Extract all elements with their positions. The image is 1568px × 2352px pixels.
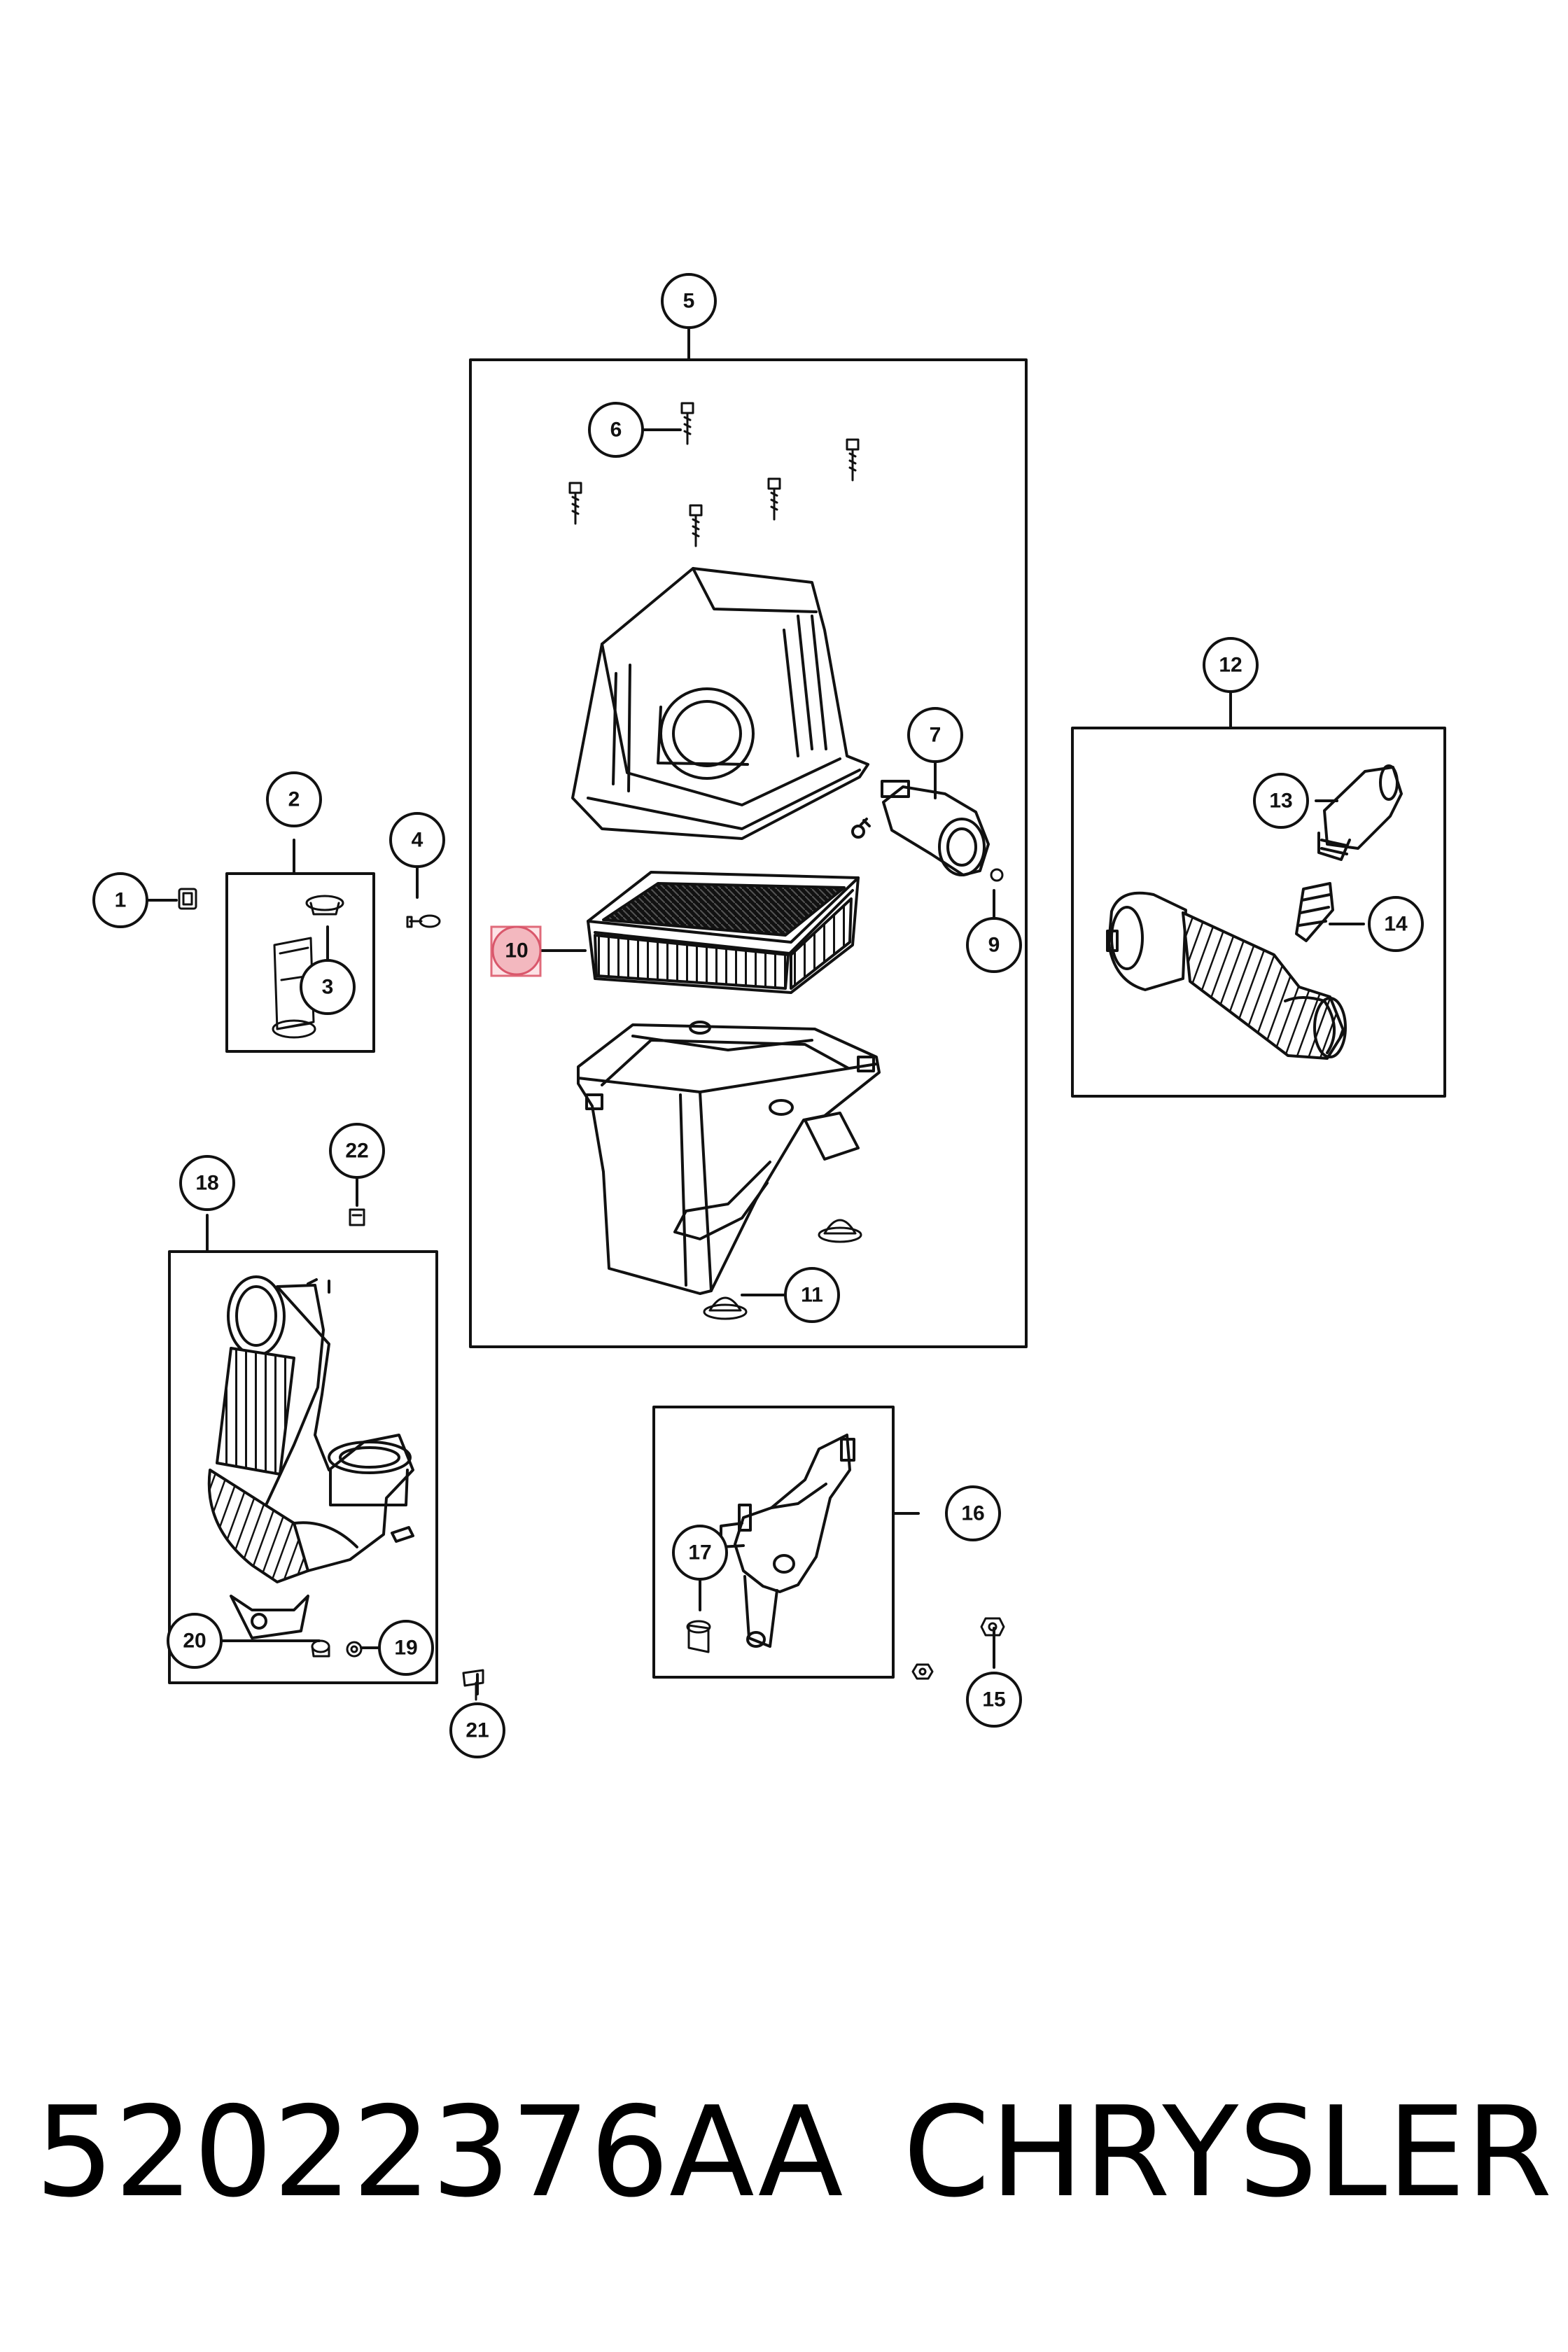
callout-16: 16 (945, 1485, 1001, 1541)
callout-9: 9 (966, 917, 1022, 973)
callout-2-label: 2 (288, 788, 300, 811)
callout-13: 13 (1253, 773, 1309, 829)
callout-5: 5 (661, 273, 717, 329)
air-cleaner-cover (571, 567, 869, 840)
callout-15-label: 15 (982, 1688, 1005, 1712)
clip-part (178, 888, 197, 910)
callout-11-label: 11 (801, 1284, 823, 1307)
callout-11: 11 (784, 1267, 840, 1323)
screws-part (568, 402, 860, 547)
callout-6-label: 6 (610, 419, 622, 442)
grommet-part-17 (686, 1620, 711, 1653)
callout-18: 18 (179, 1155, 235, 1211)
callout-3-label: 3 (322, 976, 334, 999)
group-box-air-cleaner (469, 358, 1028, 1348)
callout-12: 12 (1203, 637, 1259, 693)
callout-19: 19 (378, 1620, 434, 1676)
callout-20: 20 (167, 1613, 223, 1669)
callout-1: 1 (92, 872, 148, 928)
callout-12-label: 12 (1219, 654, 1242, 677)
clip-part-22 (349, 1208, 365, 1226)
callout-16-label: 16 (961, 1502, 984, 1525)
washer-part-19 (346, 1641, 363, 1658)
callout-17: 17 (672, 1525, 728, 1581)
callout-14: 14 (1368, 896, 1424, 952)
air-filter-part (587, 871, 860, 994)
bolt-part-4 (406, 914, 441, 928)
callout-2: 2 (266, 771, 322, 827)
brand-name-label: CHRYSLER (903, 2080, 1553, 2225)
callout-3: 3 (300, 959, 356, 1015)
support-bracket-part (720, 1434, 855, 1648)
intake-hose-part (1106, 891, 1347, 1060)
group-box-duct (168, 1250, 438, 1684)
pin-part-21 (462, 1669, 484, 1701)
nut-part-20 (311, 1639, 330, 1658)
callout-20-label: 20 (183, 1630, 206, 1653)
screw-part-9 (990, 868, 1004, 882)
callout-18-label: 18 (195, 1172, 218, 1195)
callout-6: 6 (588, 402, 644, 458)
callout-21: 21 (449, 1702, 505, 1758)
part-number-label: 52022376AA (35, 2080, 844, 2225)
callout-22: 22 (329, 1123, 385, 1179)
callout-21-label: 21 (465, 1719, 489, 1742)
nut-part-15 (911, 1617, 1005, 1680)
bracket-part (272, 895, 344, 1039)
callout-4-label: 4 (412, 829, 424, 852)
connector-part-14 (1295, 882, 1334, 942)
callout-7: 7 (907, 707, 963, 763)
callout-5-label: 5 (683, 290, 695, 313)
callout-10-label: 10 (505, 939, 528, 962)
callout-13-label: 13 (1269, 790, 1292, 813)
group-box-bracket (225, 872, 375, 1053)
callout-22-label: 22 (345, 1140, 368, 1163)
callout-9-label: 9 (988, 934, 1000, 957)
air-cleaner-base (577, 1021, 881, 1295)
maf-sensor-part (851, 780, 990, 876)
callout-19-label: 19 (394, 1637, 417, 1660)
air-duct-part (207, 1275, 414, 1639)
callout-14-label: 14 (1384, 913, 1408, 936)
intake-tube-part-13 (1317, 764, 1403, 861)
callout-10-highlighted: 10 (490, 925, 542, 977)
callout-17-label: 17 (688, 1541, 711, 1564)
callout-4: 4 (389, 812, 445, 868)
callout-1-label: 1 (115, 889, 127, 912)
callout-15: 15 (966, 1672, 1022, 1728)
grommet-part (703, 1219, 862, 1320)
group-box-support-bracket (652, 1406, 895, 1679)
leader-lines (147, 321, 1365, 1695)
group-box-intake-hose (1071, 727, 1446, 1098)
callout-7-label: 7 (930, 724, 941, 747)
